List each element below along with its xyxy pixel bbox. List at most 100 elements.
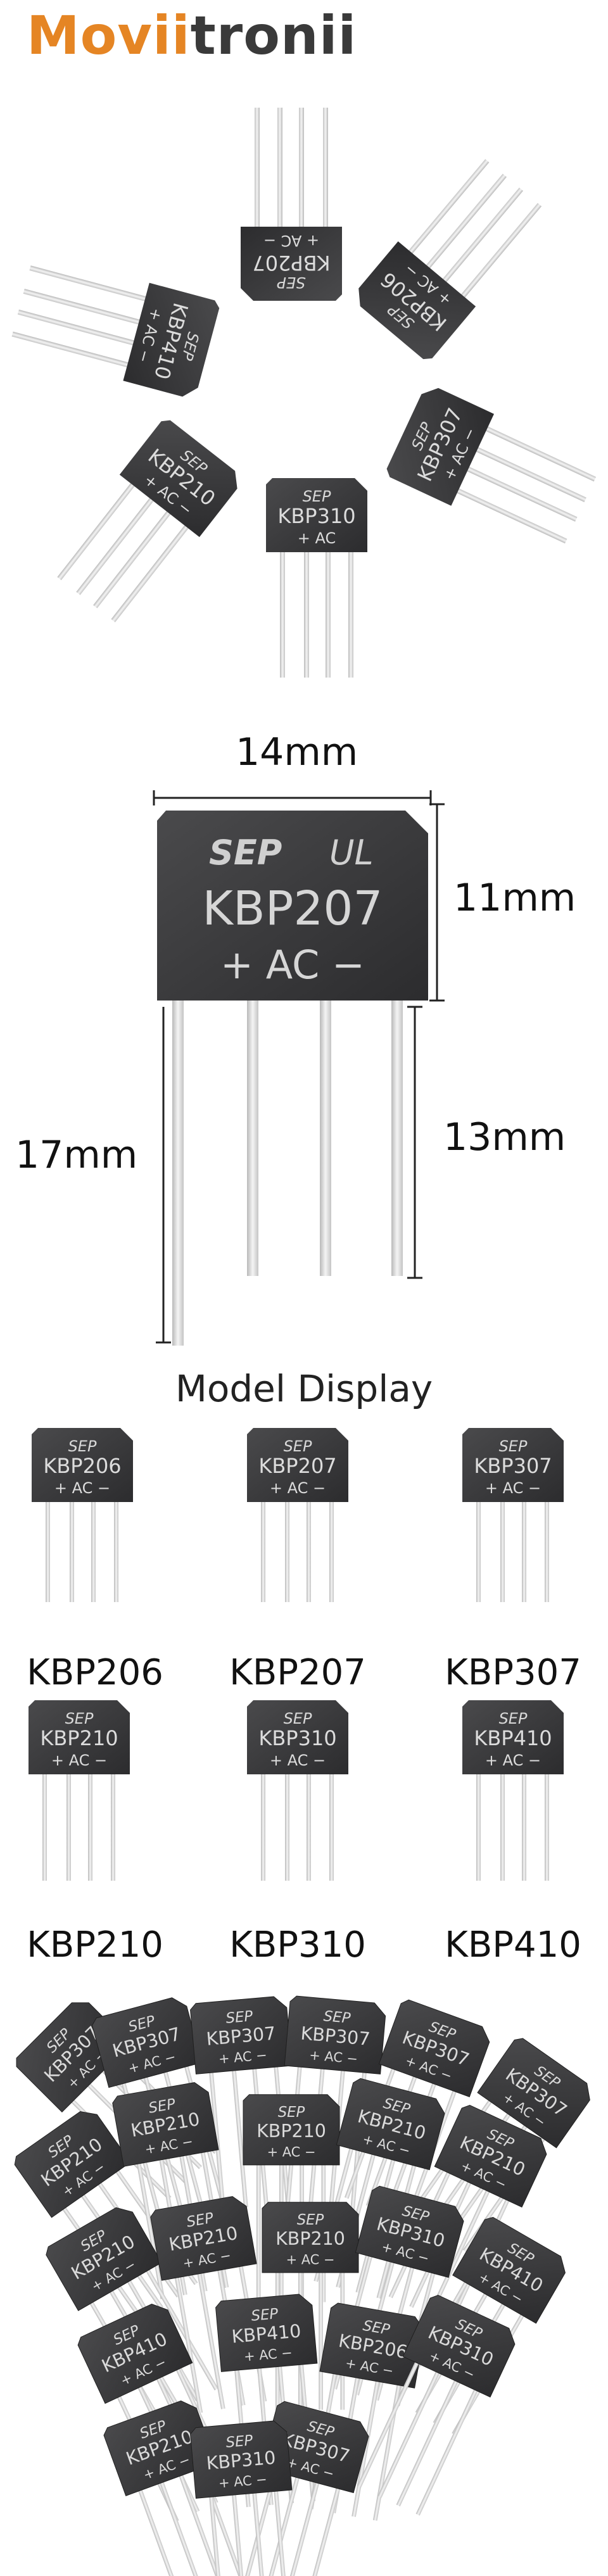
model-card-kbp207: SEP KBP207 + AC − [247,1428,348,1602]
lead-length-dimension-label: 13mm [443,1115,566,1159]
component-model: KBP207 [202,881,383,936]
model-card-kbp210: SEP KBP210 + AC − [28,1700,130,1881]
component-lead [174,2276,203,2413]
component-body [150,2196,257,2281]
component-leads [455,426,597,544]
component-polarity: + AC − [270,1479,326,1497]
component-body [462,1428,564,1502]
component-body [157,811,428,1001]
component-leads [57,482,189,622]
component-body [190,2420,293,2499]
width-dimension-label: 14mm [236,730,358,774]
model-label-kbp207: KBP207 [229,1652,366,1693]
component-body [262,2202,359,2273]
component-lead [279,2481,320,2576]
model-label-kbp206: KBP206 [27,1652,163,1693]
component-lead [252,2492,269,2576]
component-lead [137,2489,189,2576]
component-logo: SEP [323,2008,352,2027]
model-card-kbp307: SEP KBP307 + AC − [462,1428,564,1602]
component-lead [209,2496,225,2576]
component-model: KBP410 [474,1726,552,1750]
component-lead [274,2490,290,2576]
model-label-kbp210: KBP210 [27,1924,163,1966]
lead-length-dimension-line [407,1006,422,1279]
component-body [247,1428,348,1502]
component-logo: SEP [284,1710,312,1727]
model-label-kbp410: KBP410 [445,1924,581,1966]
component-body [434,2105,547,2208]
component-lead [428,2189,490,2317]
component-kbp207: SEP KBP207 + AC − [241,108,342,301]
component-model: KBP307 [474,1454,552,1478]
component-logo: SEP [499,1710,528,1727]
component-logo: SEP [284,1437,312,1455]
component-body [28,1700,130,1774]
component-lead [197,2272,225,2409]
component-lead [300,2487,341,2576]
component-lead [377,2370,440,2498]
component-leads [476,1773,549,1881]
model-display-title: Model Display [175,1367,433,1410]
hero-components-illustration: SEP KBP207 + AC − SEP KBP206 + AC − [11,108,597,678]
component-polarity: + AC − [263,232,319,249]
component-leads [476,1501,549,1602]
component-body [358,241,476,360]
component-body [266,478,367,552]
component-model: KBP207 [258,1454,336,1478]
component-lead [232,2493,248,2576]
component-kbp410: SEP KBP410 + AC − [11,265,220,397]
component-logo: SEP [251,2306,279,2325]
model-card-kbp310: SEP KBP310 + AC − [247,1700,348,1881]
component-lead [415,2388,478,2516]
component-logo: SEP [68,1437,97,1455]
brand-logo: Moviitronii [27,9,357,62]
component-body [241,227,342,301]
model-display-section: Model Display SEP KBP206 + AC − SEP [0,1361,608,1963]
component-logo: SEP [225,2008,254,2027]
model-label-kbp307: KBP307 [445,1652,581,1693]
component-polarity: + AC − [267,2145,316,2160]
component-body [77,2304,193,2404]
component-lead [232,2069,248,2208]
component-leads [11,265,148,368]
component-model: KBP210 [256,2121,326,2142]
component-body [119,420,238,538]
brand-logo-part1: Movii [27,4,191,66]
component-leads [280,551,353,678]
component-polarity: + AC − [220,942,365,988]
total-lead-dimension-label: 17mm [15,1133,138,1177]
component-body [386,388,495,506]
total-lead-dimension-line [156,1007,171,1344]
component-body [462,1700,564,1774]
component-body [32,1428,133,1502]
component-polarity: + AC − [54,1479,110,1497]
body-height-dimension-line [429,803,445,1002]
component-ul-mark: UL [329,833,374,873]
model-grid-illustration: SEP KBP206 + AC − SEP KBP207 + AC − [28,1428,564,1881]
component-leads [261,1501,334,1602]
component-leads [261,1773,334,1881]
component-body [402,2295,516,2398]
component-body [247,1700,348,1774]
component-lead [256,2164,261,2302]
hero-section: Moviitronii SEP KBP207 + AC − [0,0,608,709]
component-kbp206: SEP KBP206 + AC − [358,159,542,360]
component-body [452,2216,566,2324]
component-leads [42,1773,115,1881]
component-polarity: + AC − [485,1752,541,1769]
component-model: KBP207 [252,251,330,275]
component-logo: SEP [209,833,282,873]
component-logo: SEP [278,2104,305,2121]
model-card-kbp410: SEP KBP410 + AC − [462,1700,564,1881]
component-kbp210: SEP KBP210 + AC − [57,420,238,622]
component-logo: SEP [225,2432,254,2451]
component-polarity: + AC − [270,1752,326,1769]
width-dimension-line [153,790,432,805]
component-logo: SEP [65,1710,94,1727]
